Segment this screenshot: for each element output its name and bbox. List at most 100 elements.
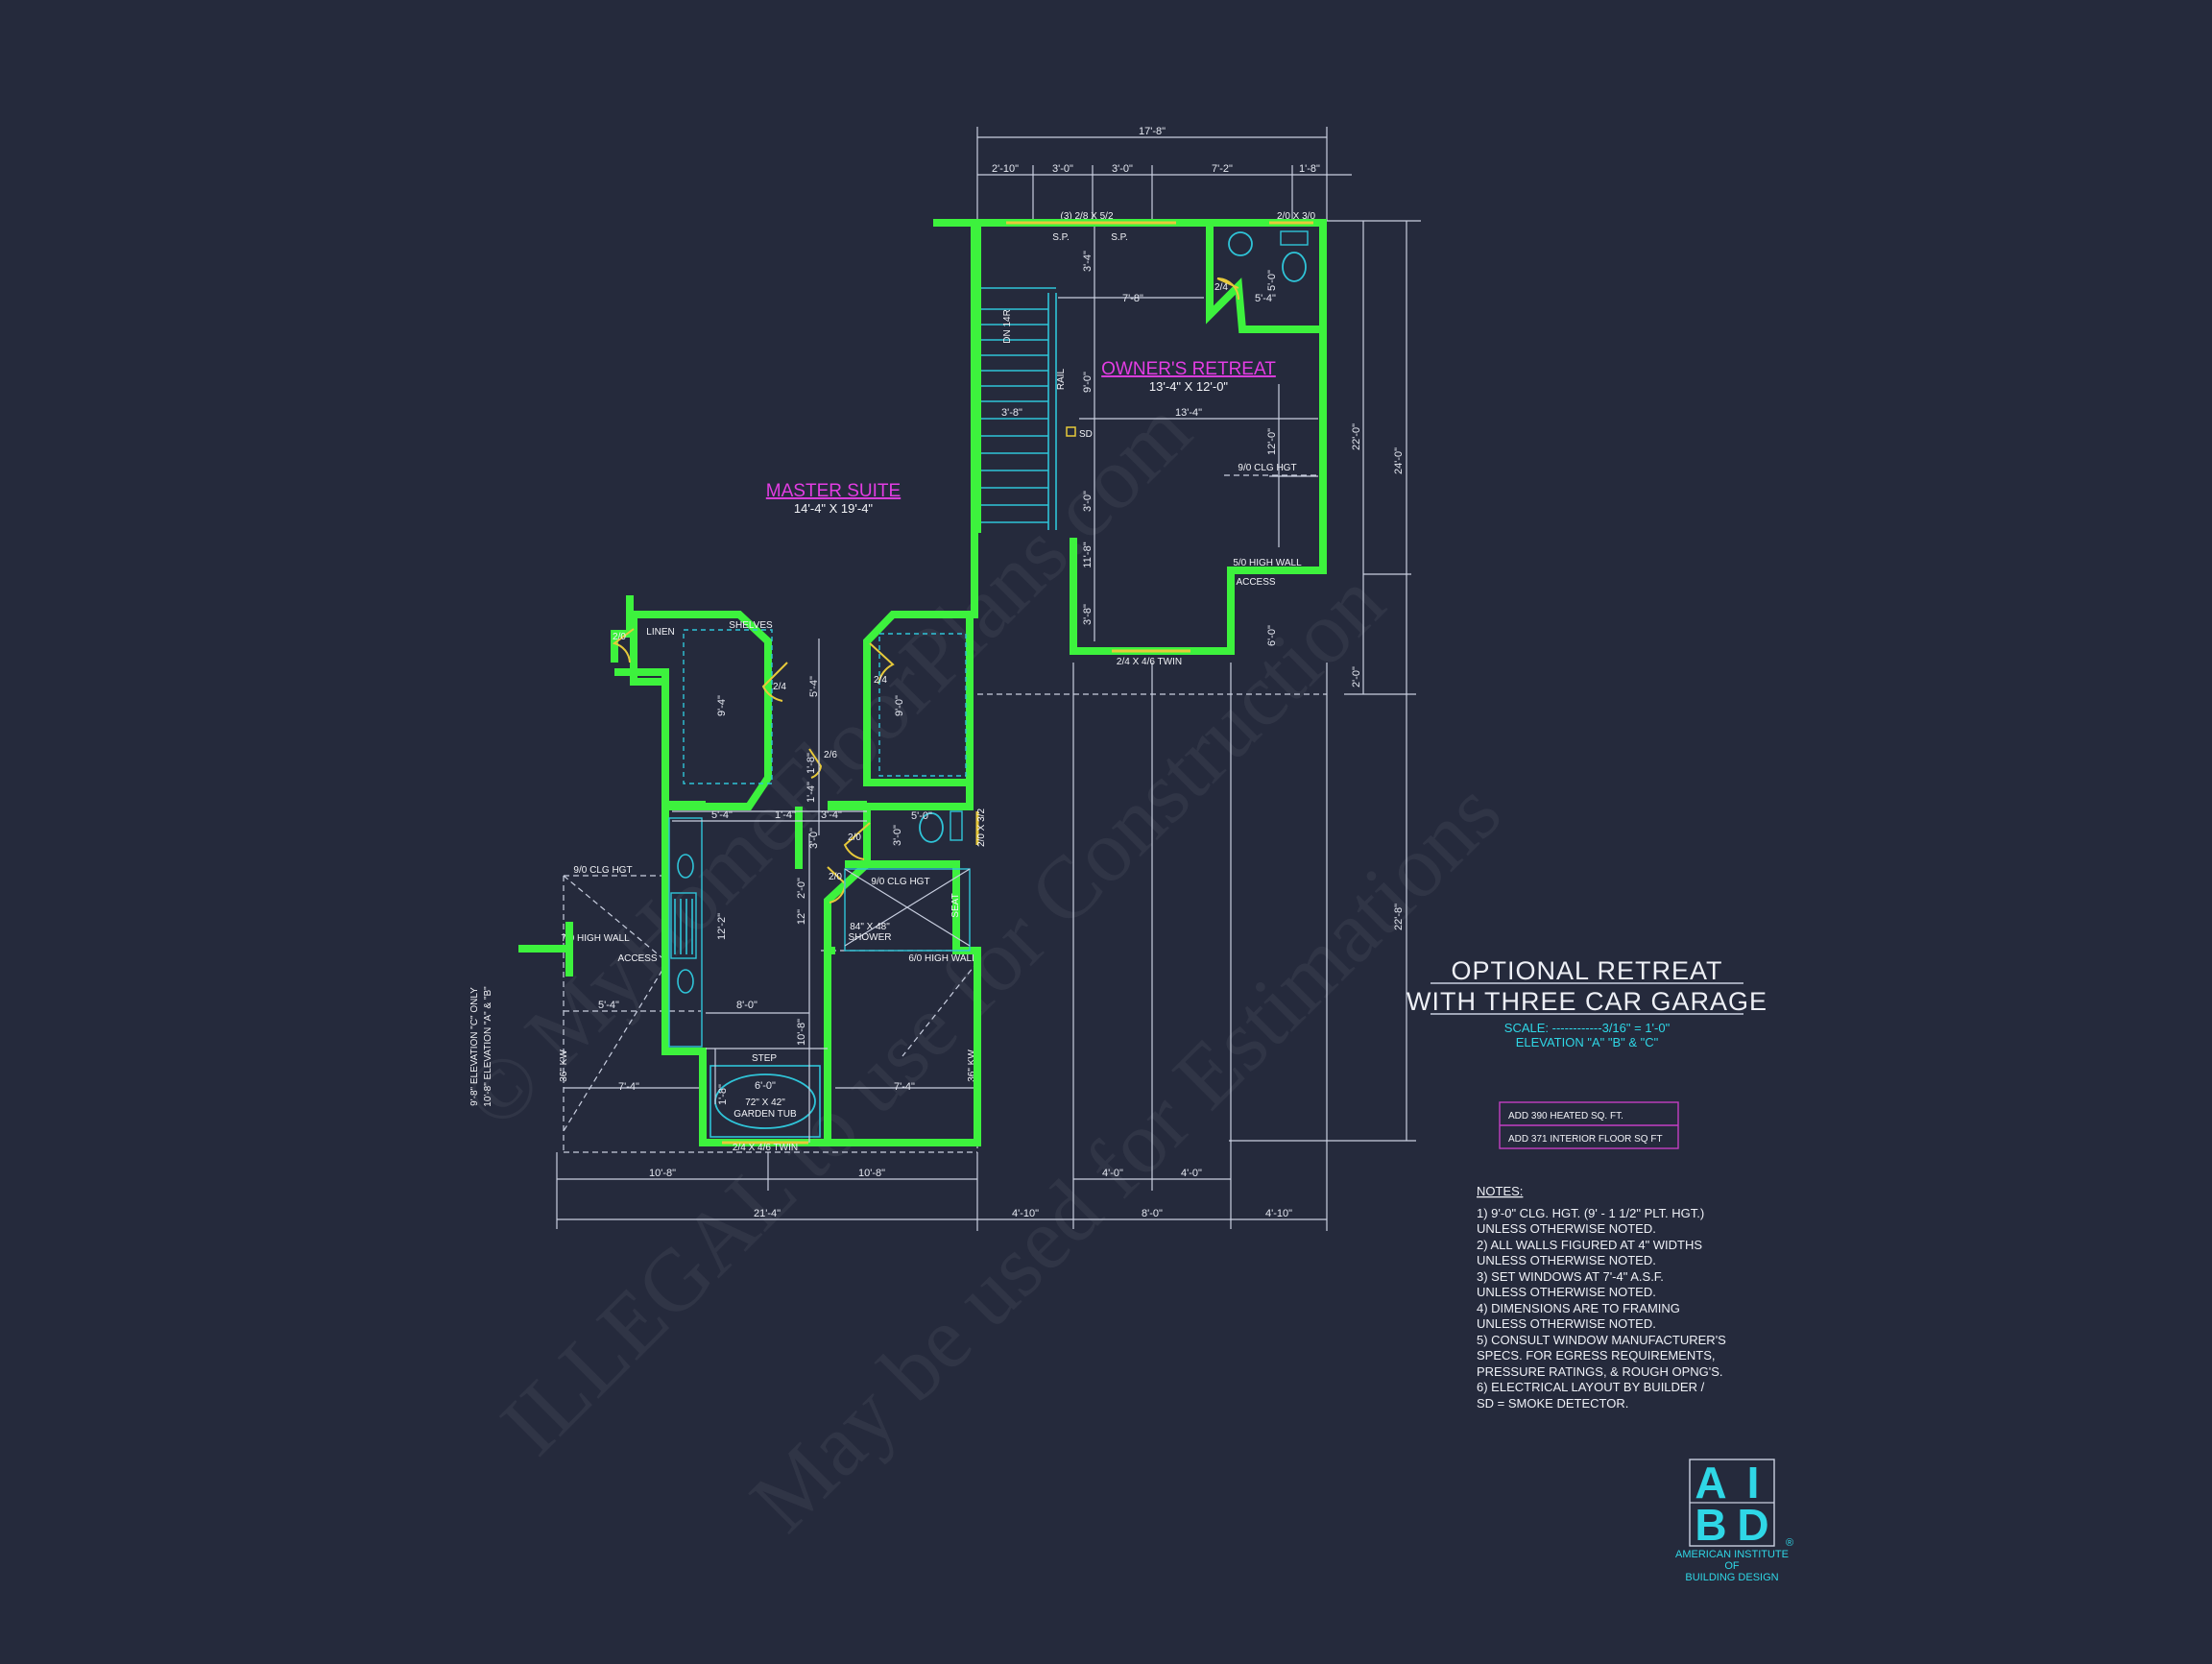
window-label-top: (3) 2/8 X 5/2 (1060, 211, 1113, 222)
smoke-detector-icon (1066, 426, 1076, 437)
dim-bottom-mid-1: 4'-0" (1102, 1168, 1123, 1179)
dim-5-4-c: 5'-4" (711, 809, 733, 821)
high-wall-label-1: 7/0 HIGH WALL (561, 933, 630, 944)
title-line-1: OPTIONAL RETREAT (1451, 956, 1722, 985)
window-label-bath: 2/0 X 3/0 (1277, 211, 1315, 222)
clg-hgt-label-3: 9/0 CLG HGT (1238, 463, 1296, 473)
logo-line-1: AMERICAN INSTITUTE (1675, 1549, 1789, 1560)
dim-3-0-b: 3'-0" (808, 828, 820, 849)
dim-13-4: 13'-4" (1175, 407, 1202, 419)
scale-label: SCALE: ------------3/16" = 1'-0" (1504, 1021, 1671, 1035)
watermark: © MyHomeFloorPlans.com ILLEGAL to use fo… (444, 381, 1519, 1550)
dim-bottom-seg-1: 10'-8" (649, 1168, 676, 1179)
note-line-9: 5) CONSULT WINDOW MANUFACTURER'S (1477, 1333, 1726, 1347)
note-line-2: UNLESS OTHERWISE NOTED. (1477, 1221, 1656, 1236)
dim-5-0: 5'-0" (1266, 270, 1278, 291)
shower-size-label: 84" X 48" (850, 922, 890, 932)
shower-label: SHOWER (849, 932, 892, 943)
dim-top-seg-3: 3'-0" (1112, 163, 1133, 175)
note-line-6: UNLESS OTHERWISE NOTED. (1477, 1285, 1656, 1299)
door-label-2-0-c: 2/0 (829, 872, 842, 882)
step-label: STEP (752, 1053, 777, 1064)
retreat-walls: 2/4 (933, 219, 1327, 655)
dim-5-4-left: 5'-4" (598, 1000, 619, 1011)
access-label-1: ACCESS (617, 953, 657, 964)
room-name-owners-retreat: OWNER'S RETREAT (1101, 359, 1276, 379)
door-label-2-4-a: 2/4 (1214, 282, 1228, 293)
logo-registered: ® (1786, 1537, 1793, 1549)
door-label-2-0-b: 2/0 (848, 832, 861, 843)
dim-7-8: 7'-8" (1122, 293, 1143, 304)
dim-6-0-tub: 6'-0" (755, 1080, 776, 1092)
dim-bottom-right-1: 4'-10" (1012, 1208, 1039, 1219)
note-line-4: UNLESS OTHERWISE NOTED. (1477, 1253, 1656, 1267)
bottom-dimensions: 10'-8" 10'-8" 21'-4" 4'-10" 8'-0" 4'-10"… (556, 663, 1328, 1231)
dim-12-2: 12'-2" (716, 913, 728, 940)
linen-label: LINEN (646, 627, 674, 638)
logo-line-2: OF (1724, 1560, 1740, 1572)
toilet-icon (1228, 231, 1253, 256)
door-swing-closet-left (761, 662, 788, 702)
dim-8-0: 8'-0" (736, 1000, 757, 1011)
dim-bottom-right-3: 4'-10" (1265, 1208, 1292, 1219)
high-wall-label-2: 6/0 HIGH WALL (908, 953, 977, 964)
door-swing-wc (843, 822, 871, 860)
room-name-master-suite: MASTER SUITE (766, 481, 901, 501)
note-line-7: 4) DIMENSIONS ARE TO FRAMING (1477, 1301, 1680, 1315)
door-label-2-6: 2/6 (824, 750, 837, 760)
door-swing-closet (1216, 277, 1239, 301)
window-label-tub: 2/4 X 4/6 TWIN (733, 1143, 798, 1153)
dim-9-0: 9'-0" (1082, 372, 1094, 393)
door-label-2-4-c: 2/4 (874, 675, 887, 686)
dim-bottom-right-2: 8'-0" (1142, 1208, 1163, 1219)
window-label-retreat: 2/4 X 4/6 TWIN (1117, 657, 1182, 667)
note-line-1: 1) 9'-0" CLG. HGT. (9' - 1 1/2" PLT. HGT… (1477, 1206, 1704, 1220)
logo-letter-d: D (1737, 1500, 1768, 1550)
dim-3-8b: 3'-8" (1082, 604, 1094, 625)
knee-wall-label-2: 36" KW (967, 1049, 977, 1082)
retreat-interior: 3'-4" 7'-8" 9'-0" 13'-4" 12'-0" 3'-0" 11… (1058, 221, 1318, 667)
dim-9-0-b: 9'-0" (894, 695, 905, 716)
rail-label: RAIL (1056, 368, 1067, 390)
dim-1-4-b: 1'-4" (805, 782, 817, 803)
dim-1-8: 1'-8" (805, 753, 817, 774)
dim-top-seg-2: 3'-0" (1052, 163, 1073, 175)
master-bath-details: LINEN SHELVES STEP 72" X 42" GARDEN TUB … (613, 620, 987, 1153)
sink-icon (1282, 252, 1307, 282)
shelves-label: SHELVES (729, 620, 773, 631)
top-dimensions: 17'-8" 2'-10" 3'-0" 3'-0" 7'-2" 1'-8" (3… (976, 126, 1352, 243)
garden-tub-size-label: 72" X 42" (745, 1097, 785, 1108)
sd-label: SD (1079, 429, 1093, 440)
clg-hgt-label-2: 9/0 CLG HGT (871, 877, 929, 887)
sink-icon-2 (677, 969, 694, 994)
dim-right-22-0: 22'-0" (1351, 423, 1362, 450)
logo-line-3: BUILDING DESIGN (1685, 1572, 1778, 1583)
right-dimensions: 22'-0" 24'-0" 2'-0" 22'-8" (1229, 220, 1421, 1142)
dim-2-0: 2'-0" (796, 878, 807, 899)
master-bath-walls (518, 538, 981, 1146)
dim-right-2-0: 2'-0" (1351, 666, 1362, 687)
high-wall-label-3: 5/0 HIGH WALL (1233, 558, 1302, 568)
dim-5-4: 5'-4" (1255, 293, 1276, 304)
sp-label-2: S.P. (1111, 232, 1128, 243)
vanity-icon (1280, 230, 1309, 246)
dim-top-seg-1: 2'-10" (992, 163, 1019, 175)
note-line-10: SPECS. FOR EGRESS REQUIREMENTS, (1477, 1348, 1716, 1363)
dim-5-4-b: 5'-4" (808, 676, 820, 697)
logo-letter-i: I (1747, 1458, 1760, 1507)
garden-tub-label: GARDEN TUB (733, 1109, 797, 1120)
dim-top-seg-4: 7'-2" (1212, 163, 1233, 175)
stair-down-label: DN 14R (1002, 309, 1013, 344)
dim-right-22-8: 22'-8" (1393, 904, 1405, 930)
aibd-logo: A I B D ® AMERICAN INSTITUTE OF BUILDING… (1675, 1458, 1793, 1583)
dim-1-4: 1'-4" (775, 809, 796, 821)
dim-4-8: 1'-8" (717, 1084, 729, 1105)
title-line-2: WITH THREE CAR GARAGE (1407, 987, 1767, 1016)
elevation-label: ELEVATION "A" "B" & "C" (1516, 1035, 1659, 1049)
door-label-2-4-b: 2/4 (773, 682, 786, 692)
logo-letter-a: A (1695, 1458, 1726, 1507)
window-label-wc: 2/0 X 3/2 (976, 808, 987, 847)
dim-right-24-0: 24'-0" (1393, 447, 1405, 474)
door-label-2-0-a: 2/0 (613, 632, 626, 642)
dim-bottom-seg-2: 10'-8" (858, 1168, 885, 1179)
